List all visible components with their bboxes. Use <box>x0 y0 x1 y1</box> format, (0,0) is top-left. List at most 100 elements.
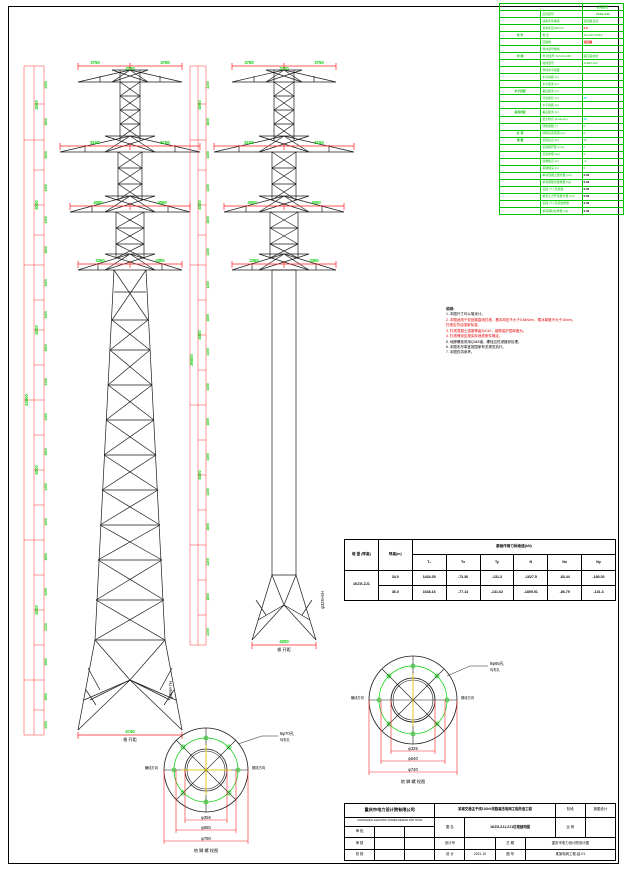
foundation-dim-label: φ356 <box>201 815 211 820</box>
spec-item: 回路数 <box>540 38 583 47</box>
spec-group: 参 数 <box>498 136 542 145</box>
foundation-right-graphic <box>368 655 488 775</box>
sub-segment-label: 1400 <box>44 483 48 491</box>
dim-label: 5150 <box>160 140 170 145</box>
design-no-blank <box>464 837 496 850</box>
sub-segment-label: 1800 <box>206 314 210 322</box>
spec-group <box>498 80 542 89</box>
notes-title: 说明： <box>446 307 457 311</box>
dim-label: 4000 <box>311 200 321 205</box>
load-value-cell: -86.79 <box>547 584 583 602</box>
spec-group <box>498 185 542 194</box>
spec-value: 1KZG-ZJ1 <box>581 10 625 19</box>
sub-segment-label: 2200 <box>44 623 48 631</box>
check-label: 校 核 <box>343 848 376 862</box>
load-sub-header: Ty <box>479 554 515 571</box>
spec-item: 水平距离 (m) <box>540 80 583 89</box>
spec-value: -4 <box>581 157 625 166</box>
spec-group <box>498 10 542 19</box>
spec-item: 呼称高度范围 (m) <box>540 129 583 138</box>
check-sign[interactable] <box>404 848 436 862</box>
approve-sign[interactable] <box>404 825 436 839</box>
dim-label: 3750 <box>160 60 170 65</box>
company-name: 重庆市电力设计院有限公司 <box>343 803 436 818</box>
spec-row: 导线型号规格 <box>498 45 625 54</box>
segment-label: 4000 <box>197 330 202 340</box>
spec-group: 垂直挡距 <box>498 108 542 117</box>
segment-label: 4000 <box>197 470 202 480</box>
foundation-dim-label: φ790 <box>201 836 211 841</box>
spec-item: 转角度数 (°) <box>540 122 583 131</box>
spec-value <box>581 66 625 75</box>
spec-group: 水平挡距 <box>498 87 542 96</box>
spec-item: 最大呼高 (hmax)(m) <box>540 115 583 124</box>
spec-item: 导线型号规格 <box>540 45 583 54</box>
tower-section-label: φ356×7H <box>168 681 173 699</box>
dim-label: 3750 <box>244 60 254 65</box>
spec-item: 杠塔全高 (m) <box>540 136 583 145</box>
sub-segment-label: 2200 <box>206 81 210 89</box>
spec-value: 0 <box>581 164 625 173</box>
spec-item: 基础埋深 (m) <box>540 164 583 173</box>
spec-item: 导线水平挡距 <box>540 66 583 75</box>
right-tower-graphic <box>189 63 355 649</box>
spec-row: 适用条件等级双回路直线 <box>498 17 625 26</box>
base-width-label: 4000 <box>279 639 289 644</box>
sub-segment-label: 1800 <box>206 216 210 224</box>
sub-segment-label: 1800 <box>206 593 210 601</box>
segment-label: 4000 <box>197 200 202 210</box>
spec-group: 条 件 <box>498 31 542 40</box>
foundation-dim-label: φ740 <box>408 767 418 772</box>
spec-row: 水平挡距 (m) <box>498 73 625 82</box>
spec-row: 导线水平挡距 <box>498 66 625 75</box>
dim-label: 5150 <box>244 140 254 145</box>
note-line: 5. 地脚螺栓采用Q345钢，螺栓应热浸镀锌处理。 <box>446 339 522 344</box>
note-line: 6. 本图未尽事宜按国家有关规范执行。 <box>446 344 506 349</box>
direction-label-right: 顺线方向 <box>252 765 265 770</box>
spec-value: 双回路 <box>581 38 625 47</box>
spec-value <box>581 101 625 110</box>
company-name-sub: CHONGQING ELECTRIC POWER DESIGN INSTITUT… <box>343 816 436 827</box>
sub-segment-label: 1400 <box>206 348 210 356</box>
spec-group <box>498 178 542 187</box>
spec-value: 0 <box>581 150 625 159</box>
sub-segment-label: 1400 <box>44 413 48 421</box>
spec-group <box>498 206 542 216</box>
review-sign[interactable] <box>404 837 436 850</box>
sub-segment-label: 1800 <box>44 448 48 456</box>
spec-item: 杠塔 (个) 及基础 <box>540 185 583 194</box>
spec-group <box>498 143 542 152</box>
spec-item: 单基混凝土量方量 (m³) <box>540 171 583 180</box>
spec-group <box>498 171 542 180</box>
sub-segment-label: 1400 <box>44 216 48 224</box>
sub-segment-label: 1800 <box>206 118 210 126</box>
sub-segment-label: 1800 <box>44 553 48 561</box>
spec-item: 塔脚板高 (m) <box>540 157 583 166</box>
base-width-label: 4740 <box>125 729 135 734</box>
spec-group: 杠 塔 <box>498 129 542 138</box>
review-value <box>374 837 406 850</box>
note-line: 2. 本图适用于双回路直线杠塔，基本风压不大于0.6kN/m²，覆冰厚度不大于1… <box>446 317 576 322</box>
dim-label: 3350 <box>95 258 105 263</box>
design-no-value: 重庆市电力设计院设计图 <box>524 837 617 850</box>
load-height-cell: 34.0 <box>377 569 413 586</box>
dim-label: 4000 <box>93 200 103 205</box>
spec-group <box>498 192 542 201</box>
sub-segment-label: 2200 <box>206 628 210 636</box>
load-value-cell: -1627.5 <box>513 569 549 586</box>
sub-segment-label: 2200 <box>44 81 48 89</box>
load-col-header: 塔 型 (呼高) <box>344 539 379 571</box>
spec-group <box>498 38 542 47</box>
load-value-cell: -131.3 <box>479 569 515 586</box>
stage-label: 阶段 <box>554 803 586 818</box>
tower-section-label: φ325×6H <box>320 591 325 609</box>
load-value-cell: -131.3 <box>581 584 616 602</box>
segment-label: 4000 <box>34 605 39 615</box>
bolt-sub-label: 均布孔 <box>490 667 501 672</box>
spec-value: 0.00 <box>581 199 625 208</box>
foundation-title: 地 脚 螺 栓图 <box>194 847 218 854</box>
spec-value: 0.00 <box>581 206 625 216</box>
